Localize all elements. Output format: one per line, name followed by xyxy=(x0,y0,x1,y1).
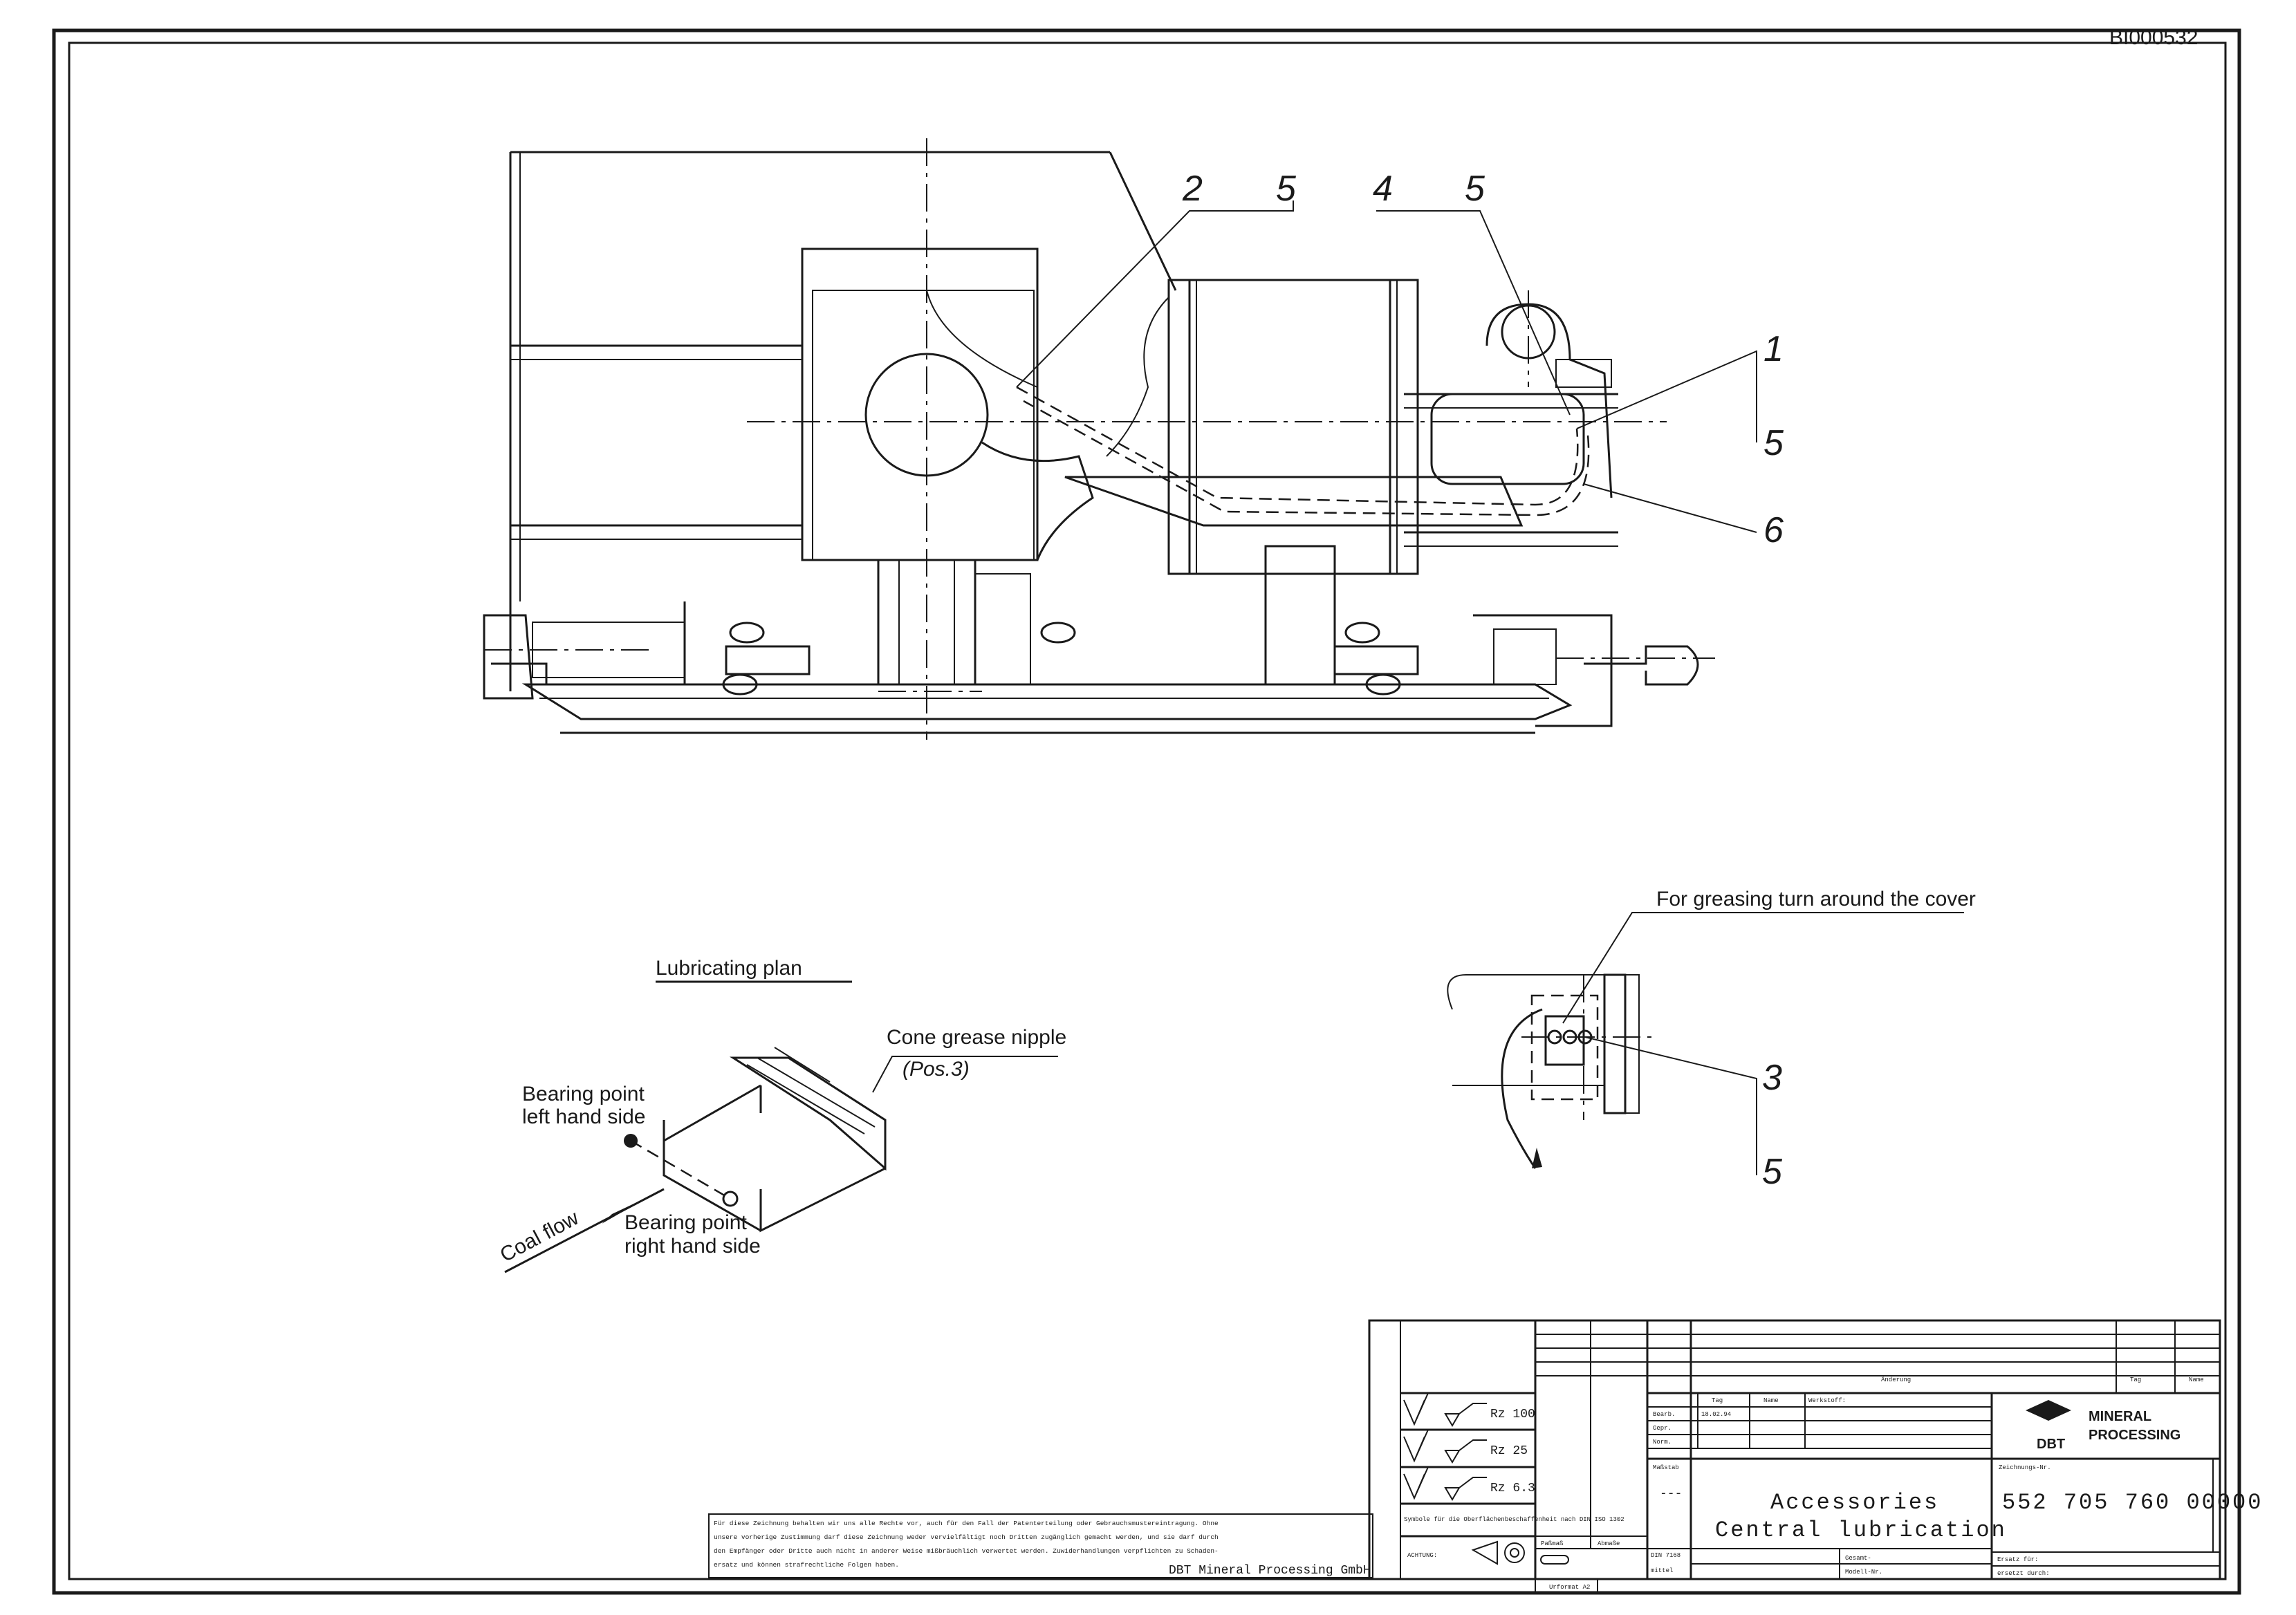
tb-rz-100: Rz 100 xyxy=(1490,1408,1535,1421)
tb-rz-25: Rz 25 xyxy=(1490,1444,1528,1458)
tb-logo: DBT xyxy=(2037,1437,2065,1452)
legal-line-3: den Empfänger oder Dritte auch nicht in … xyxy=(714,1547,1219,1555)
tb-symbols-note: Symbole für die Oberflächenbeschaffenhei… xyxy=(1404,1516,1624,1523)
tb-row-day: Tag xyxy=(1712,1397,1723,1404)
tb-material-label: Werkstoff: xyxy=(1808,1397,1846,1404)
tb-modell: Modell-Nr. xyxy=(1845,1569,1882,1576)
legal-line-4: ersatz und können strafrechtliche Folgen… xyxy=(714,1561,899,1569)
bearing-left-label-2: left hand side xyxy=(522,1105,645,1128)
tb-gesamt: Gesamt- xyxy=(1845,1555,1871,1562)
legal-line-1: Für diese Zeichnung behalten wir uns all… xyxy=(714,1520,1219,1527)
drawing-id: BI000532 xyxy=(2109,26,2198,49)
callout-2: 2 xyxy=(1182,169,1203,209)
tb-day-header: Tag xyxy=(2130,1376,2141,1383)
lubricating-plan-title: Lubricating plan xyxy=(656,957,802,980)
tb-title-line-1: Accessories xyxy=(1770,1490,1939,1515)
tb-company-1: MINERAL xyxy=(2089,1409,2151,1424)
pos-label: (Pos.3) xyxy=(902,1058,970,1081)
tb-massstab: Maßstab xyxy=(1653,1464,1679,1471)
bearing-right-label-1: Bearing point xyxy=(624,1211,747,1234)
callout-1: 1 xyxy=(1763,329,1784,369)
tb-row-gepr: Gepr. xyxy=(1653,1425,1672,1432)
tb-drawing-no: 552 705 760 00000 xyxy=(2002,1490,2263,1515)
tb-drawing-no-label: Zeichnungs-Nr. xyxy=(1999,1464,2051,1471)
tb-format: Urformat A2 xyxy=(1549,1584,1590,1591)
bearing-left-label-1: Bearing point xyxy=(522,1083,645,1105)
callout-5-c: 5 xyxy=(1763,423,1784,463)
tb-row-norm: Norm. xyxy=(1653,1439,1672,1446)
tb-company-2: PROCESSING xyxy=(2089,1428,2181,1443)
greasing-note: For greasing turn around the cover xyxy=(1656,888,1976,911)
cover-detail-view xyxy=(1447,912,1964,1175)
tb-row-bearb: Bearb. xyxy=(1653,1411,1675,1418)
tb-rz-6-3: Rz 6.3 xyxy=(1490,1482,1535,1495)
sheet-border xyxy=(52,28,2241,1595)
tb-achtung: ACHTUNG: xyxy=(1407,1552,1437,1559)
legal-line-2: unsere vorherige Zustimmung darf diese Z… xyxy=(714,1533,1219,1541)
cone-grease-nipple-label: Cone grease nipple xyxy=(887,1026,1066,1049)
tb-passmass: Paßmaß xyxy=(1541,1540,1564,1547)
callout-5-b: 5 xyxy=(1465,169,1485,209)
coal-flow-label: Coal flow xyxy=(497,1206,583,1267)
callout-5-d: 5 xyxy=(1762,1152,1783,1192)
tb-date: 18.02.94 xyxy=(1701,1411,1731,1418)
bearing-right-label-2: right hand side xyxy=(624,1235,761,1258)
callout-3: 3 xyxy=(1762,1058,1782,1098)
callout-6: 6 xyxy=(1763,510,1784,550)
tb-company-full: DBT Mineral Processing GmbH xyxy=(1169,1564,1371,1578)
lubricating-plan-diagram xyxy=(504,980,1058,1273)
tb-row-name: Name xyxy=(1763,1397,1779,1404)
callout-4: 4 xyxy=(1373,169,1393,209)
tb-mittel: mittel xyxy=(1651,1567,1673,1574)
title-block xyxy=(708,1319,2221,1594)
tb-scale-value: --- xyxy=(1660,1487,1682,1501)
tb-abmasse: Abmaße xyxy=(1598,1540,1620,1547)
tb-ersatz: Ersatz für: xyxy=(1997,1556,2038,1563)
main-assembly-view xyxy=(483,138,1757,740)
tb-change-header: Änderung xyxy=(1881,1376,1911,1383)
tb-name-header: Name xyxy=(2189,1376,2204,1383)
tb-din: DIN 7168 xyxy=(1651,1552,1681,1559)
tb-title-line-2: Central lubrication xyxy=(1715,1518,2007,1543)
callout-5-a: 5 xyxy=(1276,169,1297,209)
tb-ersetzt: ersetzt durch: xyxy=(1997,1570,2050,1577)
